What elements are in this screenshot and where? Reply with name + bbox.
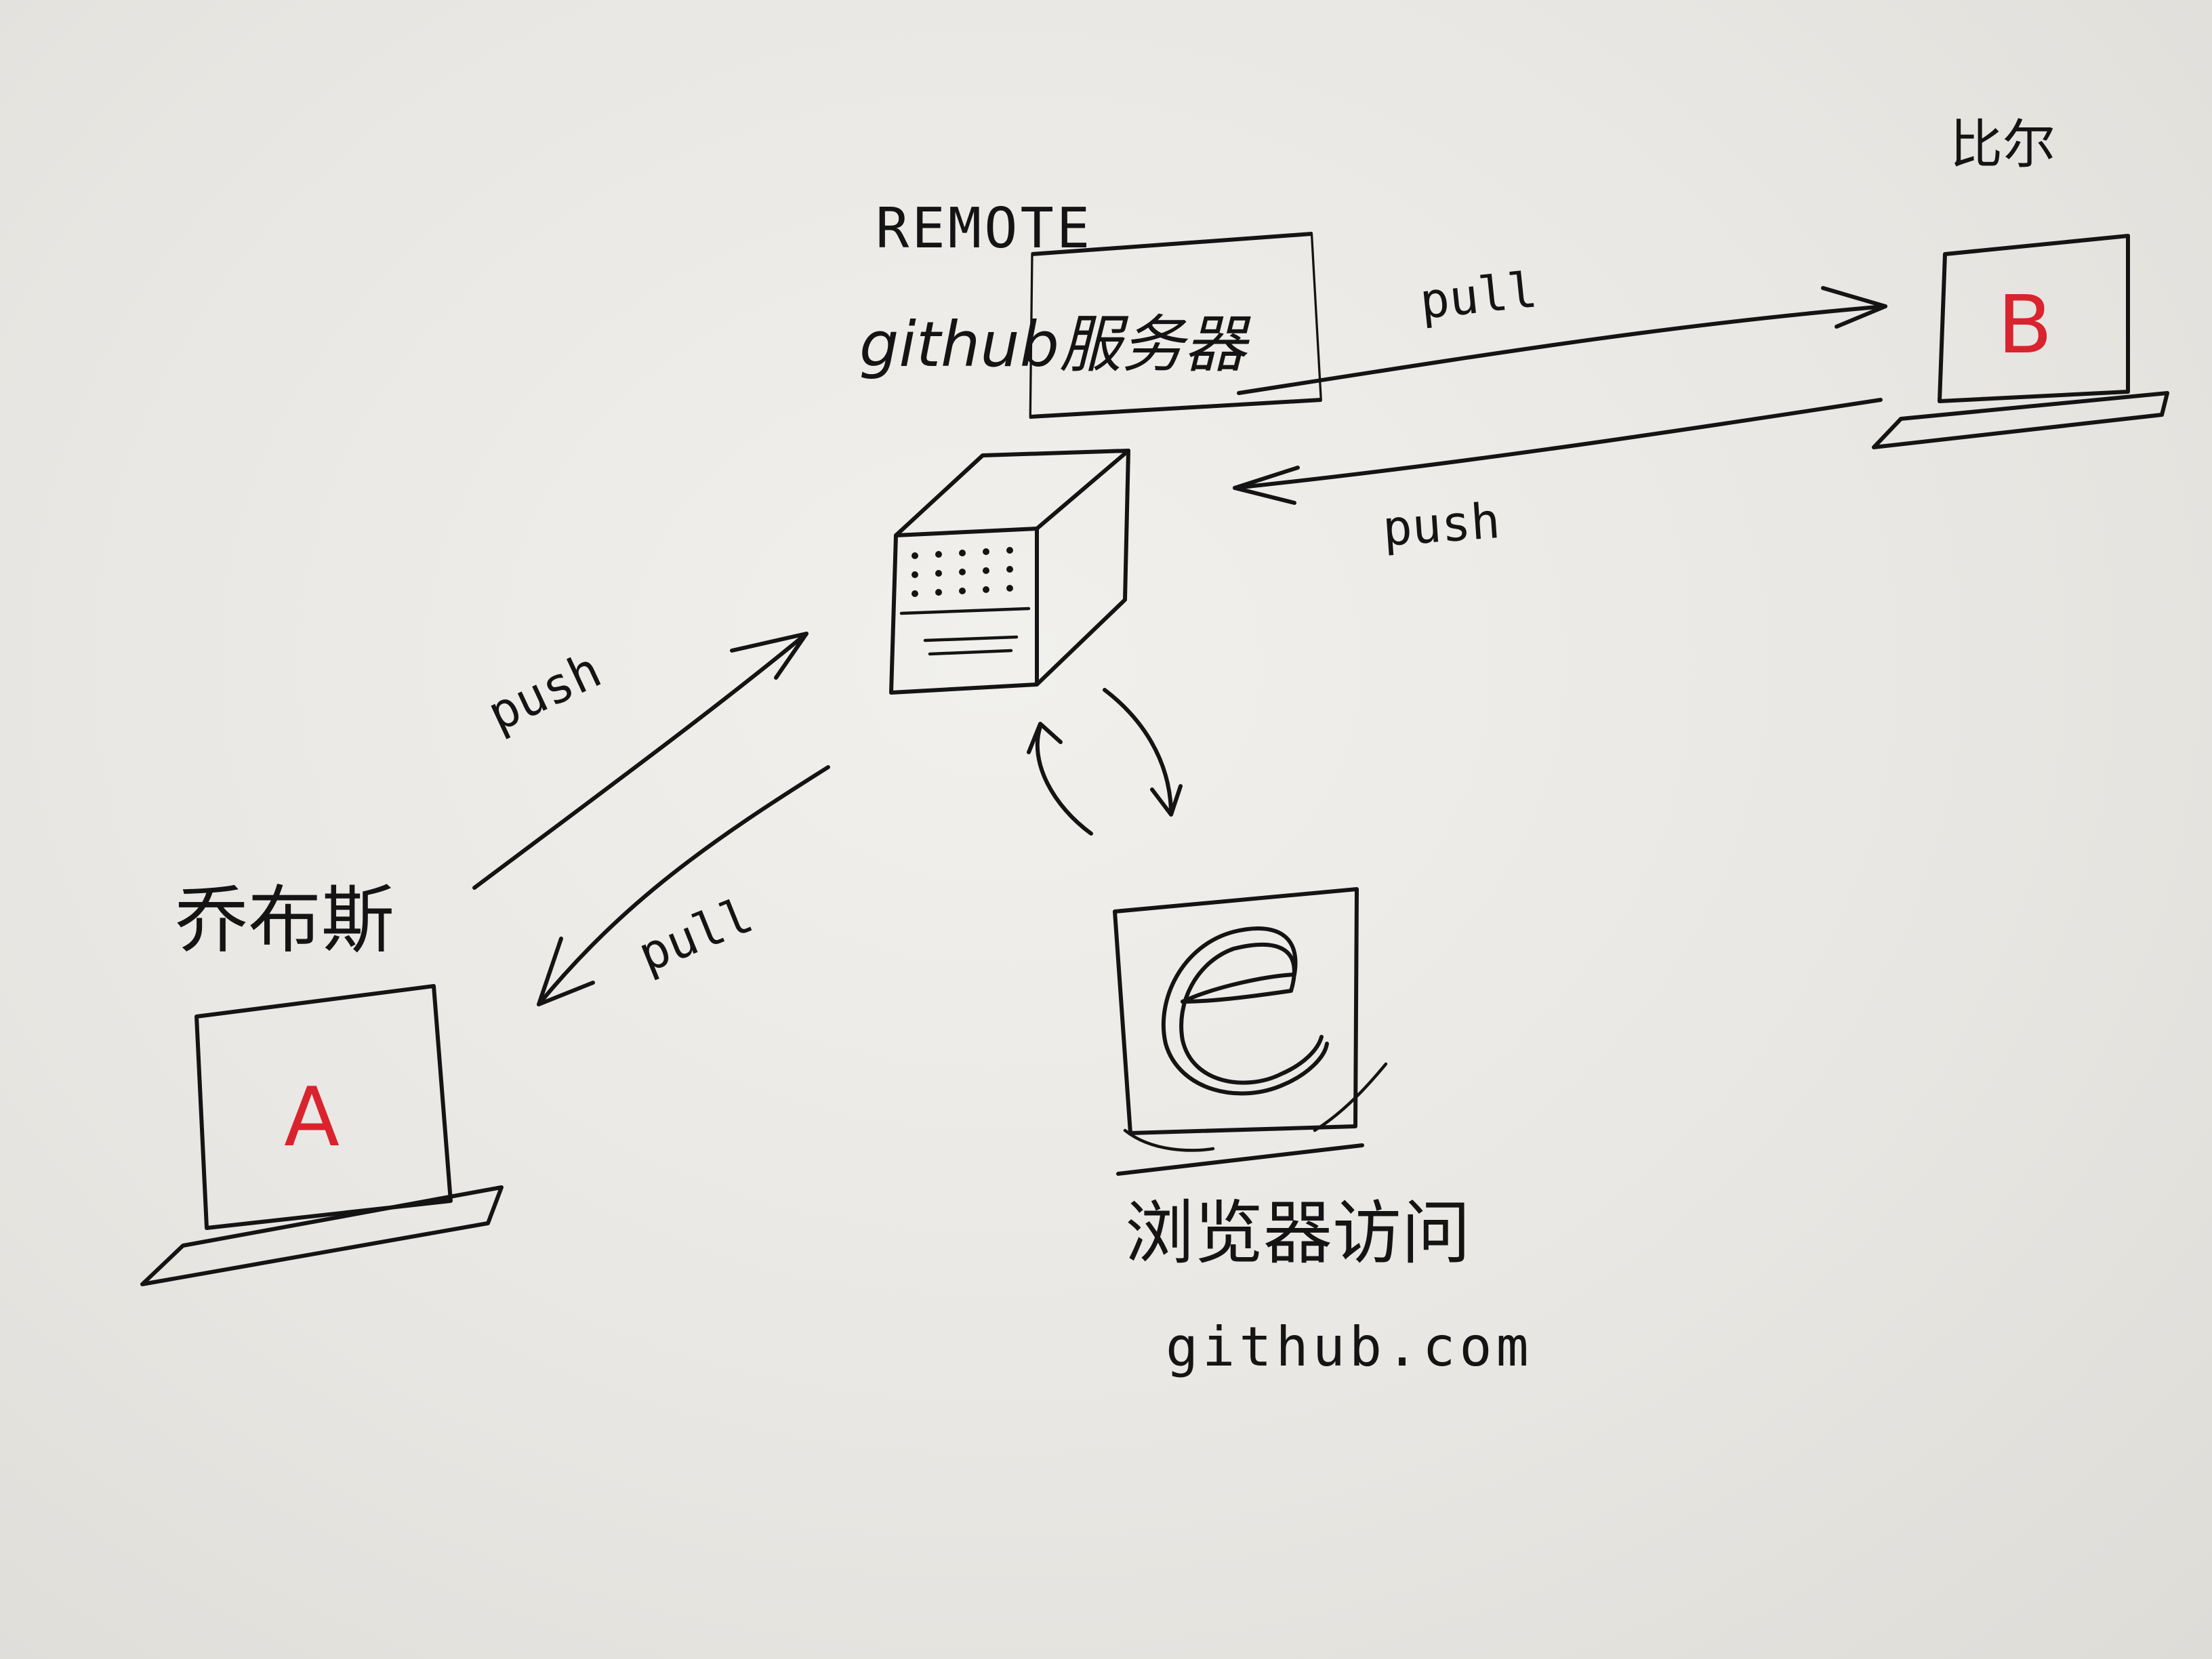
server-title: REMOTE	[876, 197, 1092, 261]
arrow-server-to-a	[537, 765, 830, 1006]
server-box	[889, 449, 1130, 695]
browser-caption: 浏览器访问	[1125, 1193, 1471, 1274]
laptop-b-owner: 比尔	[1950, 115, 2055, 176]
browser-url: github.com	[1166, 1315, 1533, 1378]
label-server-to-b: pull	[1417, 261, 1540, 330]
laptop-b-icon	[1872, 234, 2169, 449]
arrow-server-to-b	[1237, 286, 1887, 395]
laptop-a-owner: 乔布斯	[175, 878, 394, 963]
server-vent-dots	[912, 547, 1013, 597]
browser-icon	[1113, 887, 1388, 1176]
label-b-to-server: push	[1380, 492, 1502, 557]
arrow-b-to-server	[1233, 398, 1883, 505]
laptop-b-letter: B	[1998, 278, 2053, 371]
laptop-a-icon	[140, 984, 504, 1286]
arrow-server-browser-cycle	[1027, 688, 1183, 836]
laptop-a-letter: A	[284, 1071, 340, 1165]
label-a-to-server: push	[479, 641, 610, 742]
arrow-a-to-server	[472, 632, 808, 890]
label-server-to-a: pull	[630, 886, 760, 983]
server-subtitle: github服务器	[859, 308, 1251, 381]
laptop-b	[1029, 232, 1322, 419]
